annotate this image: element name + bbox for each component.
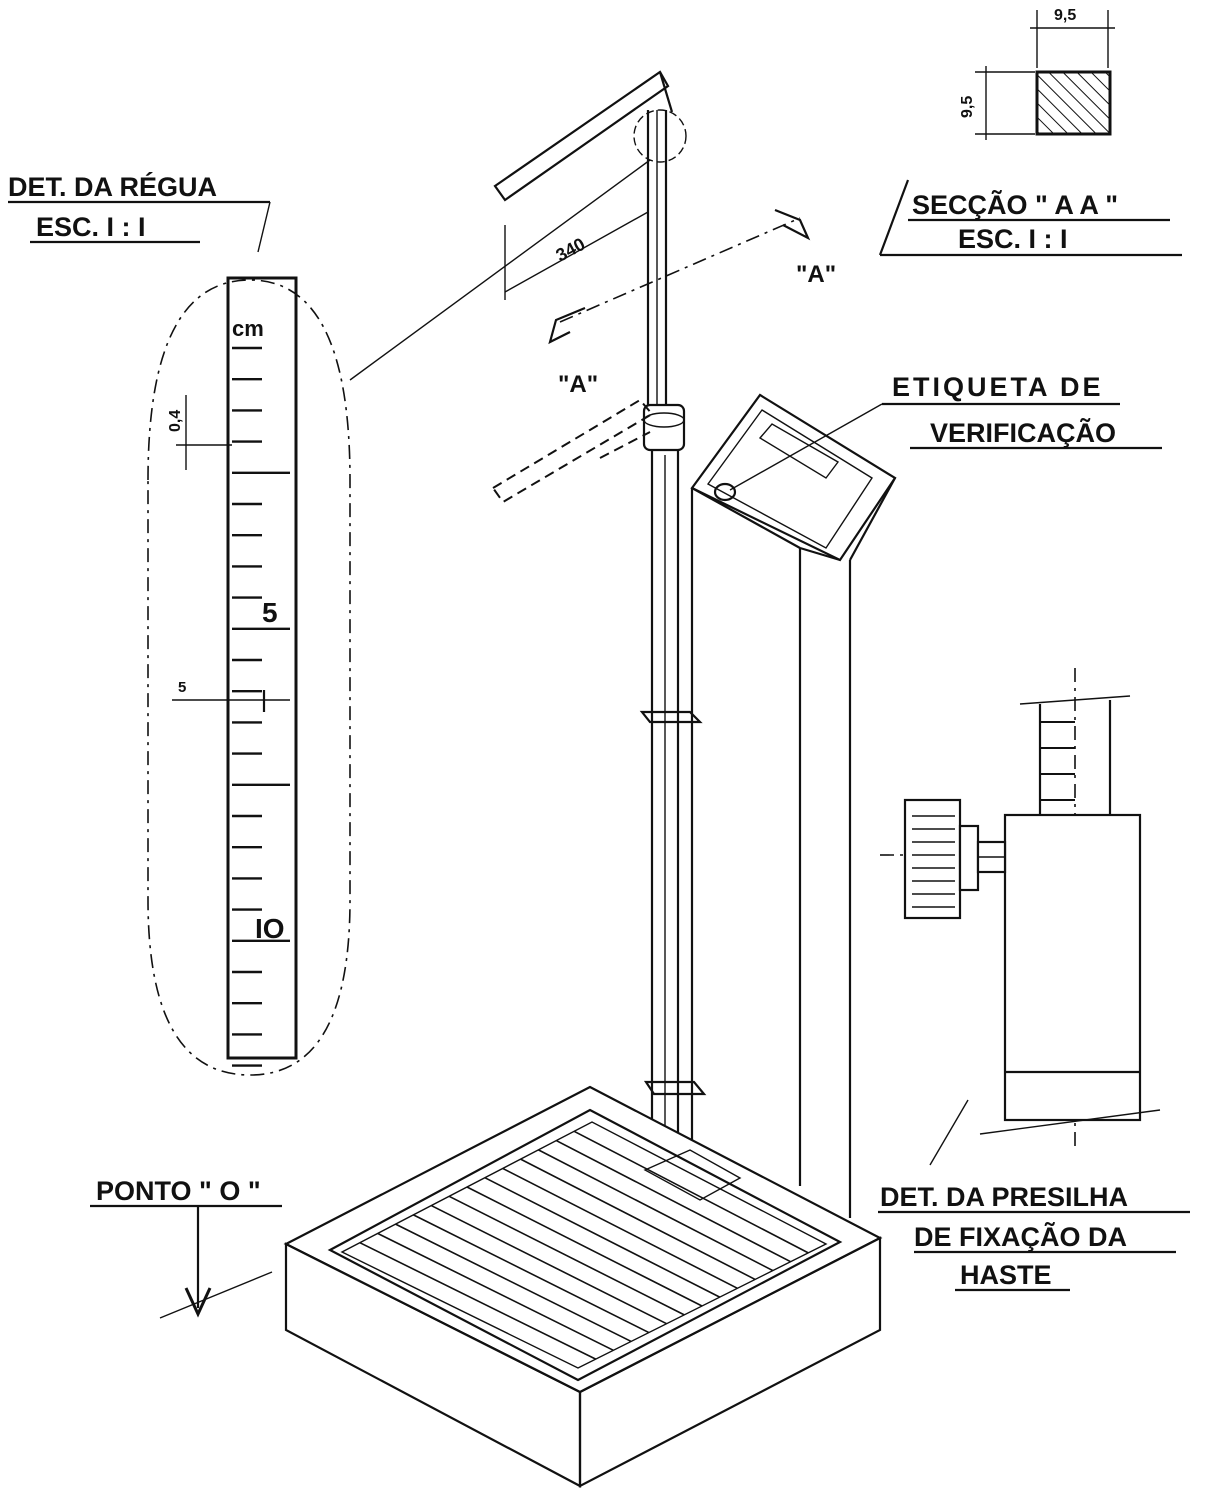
- mat-slat: [502, 1167, 738, 1289]
- ruler-dim-step: 0,4: [167, 410, 184, 432]
- cut-mark-bottom: "A": [558, 371, 598, 398]
- detail-circle-outline: [147, 279, 351, 1076]
- clamp-detail-line2: DE FIXAÇÃO DA: [914, 1221, 1127, 1252]
- ruler-detail-scale: ESC. I : I: [36, 212, 146, 242]
- mat-slat: [538, 1149, 774, 1272]
- ruler-unit: cm: [232, 316, 264, 341]
- ruler-detail-title: DET. DA RÉGUA: [8, 171, 217, 202]
- mat-slat: [448, 1195, 685, 1316]
- section-title: SECÇÃO " A A ": [912, 189, 1118, 220]
- mat-slat: [377, 1232, 614, 1352]
- ruler-label-10: IO: [255, 913, 285, 944]
- knob-ridges: [912, 815, 955, 908]
- mat-slat: [484, 1177, 721, 1298]
- label-tag-line2: VERIFICAÇÃO: [930, 417, 1116, 448]
- verification-label-seal: [713, 482, 737, 502]
- ruler-bar: [226, 276, 298, 1060]
- mat-slat: [555, 1139, 791, 1263]
- ruler-dim-5: 5: [178, 679, 186, 696]
- scale-column: ETIQUETA DE VERIFICAÇÃO: [690, 372, 1162, 1218]
- height-rod: 340 "A" "A": [491, 70, 836, 1135]
- mat-slat: [520, 1158, 756, 1281]
- ruler-ticks: [232, 346, 290, 1067]
- mat-slat: [359, 1241, 597, 1360]
- headpiece-length: 340: [552, 234, 588, 266]
- mat-slat: [413, 1214, 650, 1334]
- mat-slat: [466, 1186, 703, 1307]
- display-window: [758, 423, 840, 479]
- section-hatched-square: [1035, 70, 1112, 136]
- section-height: 9,5: [959, 96, 976, 118]
- mat-slats: [359, 1130, 809, 1360]
- clamp-detail-line1: DET. DA PRESILHA: [880, 1182, 1128, 1212]
- cut-mark-top: "A": [796, 261, 836, 288]
- clamp-detail: DET. DA PRESILHA DE FIXAÇÃO DA HASTE: [878, 668, 1190, 1292]
- mat-slat: [573, 1130, 809, 1254]
- ruler-detail: DET. DA RÉGUA ESC. I : I cm 5 IO 0,4 5: [8, 159, 651, 1076]
- scale-platform: PONTO " O ": [90, 1085, 883, 1488]
- clamp-detail-line3: HASTE: [960, 1260, 1052, 1290]
- zero-point-label: PONTO " O ": [96, 1176, 261, 1206]
- section-scale: ESC. I : I: [958, 224, 1068, 254]
- mat-slat: [430, 1204, 667, 1325]
- section-width: 9,5: [1054, 7, 1076, 24]
- section-aa: 9,5 9,5 SECÇÃO " A A " ESC. I : I: [878, 7, 1182, 257]
- clamp-rod-ticks: [1040, 721, 1075, 801]
- mat-slat: [395, 1223, 632, 1343]
- label-tag-line1: ETIQUETA DE: [892, 372, 1104, 402]
- ruler-label-5: 5: [262, 597, 278, 628]
